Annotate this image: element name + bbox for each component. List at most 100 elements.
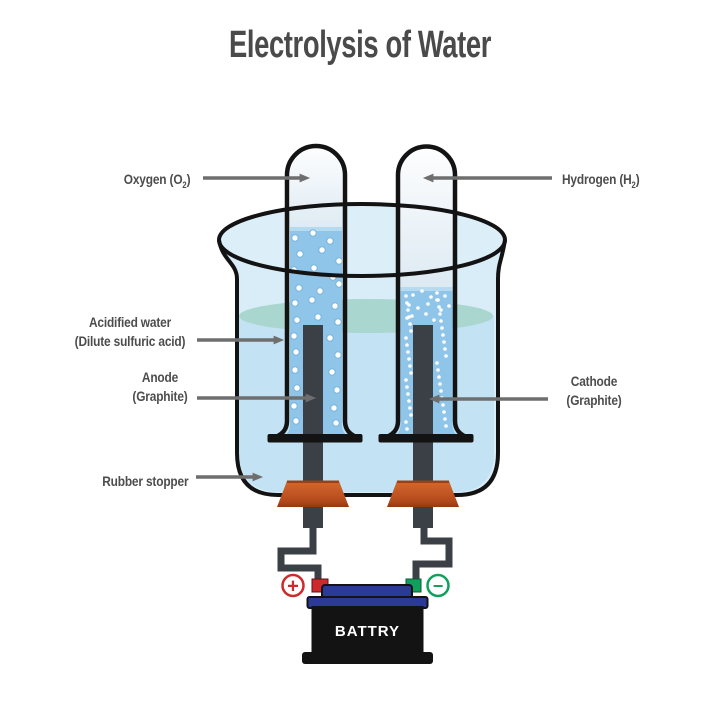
hydrogen-tube-mouth (378, 434, 474, 443)
gas-bubble (409, 413, 413, 417)
cathode-wire (412, 522, 453, 582)
gas-bubble (314, 313, 322, 321)
gas-bubble (439, 308, 443, 312)
gas-bubble (420, 289, 424, 293)
anode-wire (277, 522, 322, 582)
gas-bubble (409, 329, 413, 333)
gas-bubble (404, 420, 408, 424)
gas-bubble (438, 382, 442, 386)
gas-bubble (404, 294, 408, 298)
gas-bubble (435, 291, 439, 295)
beaker (217, 204, 507, 497)
gas-bubble (436, 368, 440, 372)
gas-bubble (405, 316, 409, 320)
plus-symbol: + (287, 576, 299, 598)
gas-bubble (405, 343, 409, 347)
beaker-outline (217, 239, 507, 497)
gas-bubble (438, 312, 442, 316)
cathode-electrode (413, 325, 433, 528)
gas-bubble (408, 406, 412, 410)
gas-bubble (290, 332, 298, 340)
gas-bubble (332, 419, 340, 427)
gas-bubble (404, 336, 408, 340)
battery: BATTRY + − (281, 573, 450, 664)
acidified-water-label: Acidified water (Dilute sulfuric acid) (74, 314, 186, 349)
gas-bubble (335, 257, 343, 265)
gas-bubble (407, 399, 411, 403)
gas-bubble (292, 417, 300, 425)
gas-bubble (426, 302, 430, 306)
gas-bubble (442, 340, 446, 344)
gas-bubble (439, 319, 443, 323)
gas-bubble (441, 333, 445, 337)
gas-bubble (406, 350, 410, 354)
gas-bubble (333, 386, 341, 394)
gas-bubble (405, 385, 409, 389)
gas-bubble (444, 354, 448, 358)
anode-rubber-stopper (277, 480, 349, 507)
oxygen-test-tube-outline (270, 143, 362, 441)
gas-bubble (435, 361, 439, 365)
battery-label: BATTRY (335, 623, 400, 640)
minus-symbol: − (433, 576, 444, 596)
battery-base (302, 652, 433, 664)
gas-bubble (408, 322, 412, 326)
gas-bubble (292, 348, 300, 356)
gas-bubble (411, 293, 415, 297)
gas-bubble (424, 312, 428, 316)
gas-bubble (407, 303, 411, 307)
gas-bubble (310, 264, 318, 272)
gas-bubble (293, 316, 301, 324)
anode-electrode (303, 325, 323, 528)
gas-bubble (429, 295, 433, 299)
gas-bubble (404, 378, 408, 382)
gas-bubble (290, 402, 298, 410)
pointer-arrows (196, 173, 552, 482)
beaker-rim (217, 202, 507, 278)
oxygen-label: Oxygen (O2) (123, 171, 190, 190)
gas-bubble (437, 375, 441, 379)
gas-bubble (295, 284, 303, 292)
plus-icon (281, 573, 305, 598)
gas-bubble (296, 250, 304, 258)
gas-bubble (405, 427, 409, 431)
minus-icon (426, 573, 450, 598)
gas-bubble (432, 318, 436, 322)
gas-bubble (308, 296, 316, 304)
gas-bubble (330, 404, 338, 412)
gas-bubble (291, 234, 299, 242)
gas-bubble (309, 229, 317, 237)
gas-bubble (316, 287, 324, 295)
gas-bubble (444, 424, 448, 428)
gas-bubble (416, 306, 420, 310)
cathode-label: Cathode (Graphite) (566, 373, 622, 408)
gas-bubble (291, 366, 299, 374)
gas-bubble (435, 298, 439, 302)
oxygen-tube-mouth (267, 434, 363, 443)
hydrogen-test-tube-outline (381, 144, 472, 441)
gas-bubble (443, 347, 447, 351)
gas-bubble (443, 294, 447, 298)
battery-body (311, 606, 424, 654)
gas-bubble (442, 410, 446, 414)
gas-bubble (331, 302, 339, 310)
gas-bubble (326, 334, 334, 342)
oxygen-bubbles (290, 229, 343, 427)
page-title: Electrolysis of Water (228, 24, 492, 66)
rubber-stopper-label: Rubber stopper (101, 473, 188, 489)
cathode-rubber-stopper (387, 480, 459, 507)
gas-bubble (334, 318, 342, 326)
gas-bubble (437, 305, 441, 309)
gas-bubble (439, 389, 443, 393)
gas-bubble (408, 364, 412, 368)
gas-bubble (406, 308, 410, 312)
gas-bubble (447, 304, 451, 308)
gas-bubble (406, 392, 410, 396)
gas-bubble (328, 368, 336, 376)
gas-bubble (441, 403, 445, 407)
gas-bubble (409, 371, 413, 375)
gas-bubble (291, 299, 299, 307)
gas-bubble (440, 326, 444, 330)
gas-bubble (293, 384, 301, 392)
